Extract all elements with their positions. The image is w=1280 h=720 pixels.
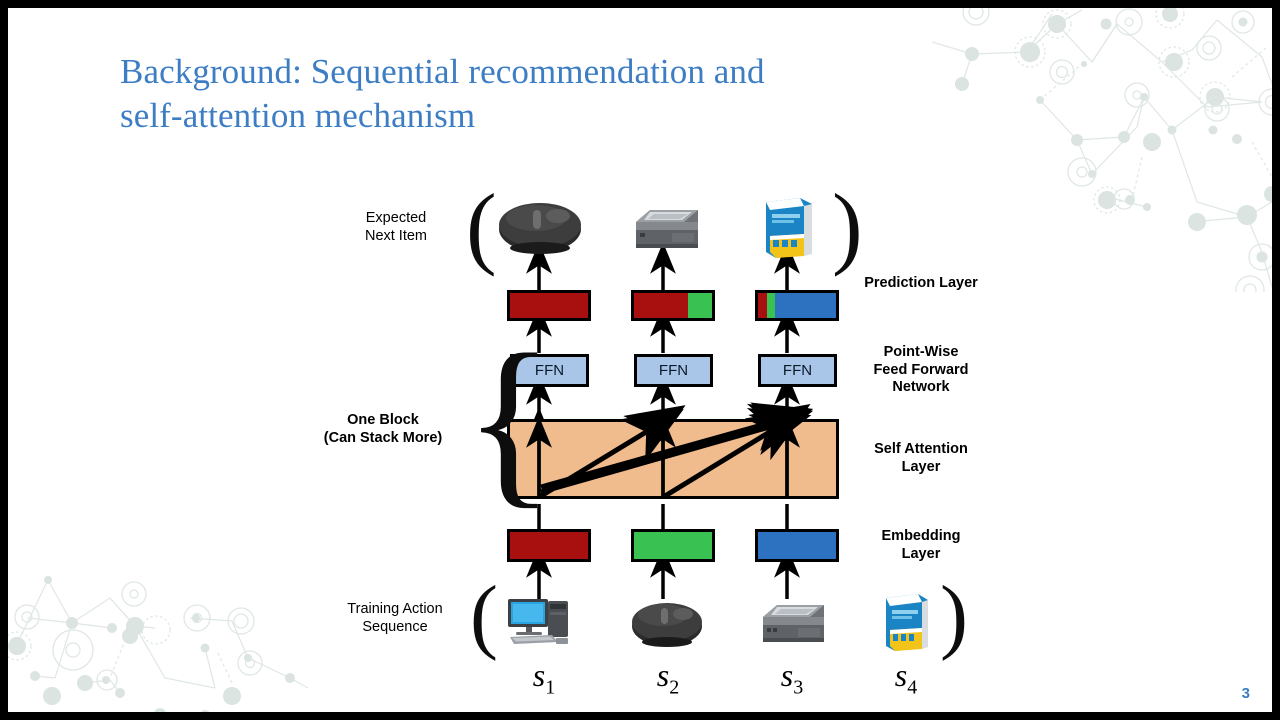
embedding-bar-2-fill (634, 532, 712, 559)
self-attention-line-1: Self Attention (874, 441, 968, 457)
pwffn-line-3: Network (892, 379, 950, 396)
prediction-bar-2 (631, 290, 715, 321)
training-action-line-1: Training Action (347, 601, 443, 617)
sequence-label-1: s1 (504, 656, 584, 700)
slide-canvas: Background: Sequential recommendation an… (8, 8, 1272, 712)
title-line-1: Background: Sequential recommendation an… (120, 52, 765, 91)
title-line-2: self-attention mechanism (120, 96, 476, 136)
embedding-bar-1-fill (510, 532, 588, 559)
bracket-top-close: ) (832, 175, 863, 277)
pwffn-line-2: Feed Forward (873, 361, 969, 378)
ffn-box-3-label: FFN (782, 362, 813, 379)
prediction-bar-2-segment-1 (634, 293, 688, 318)
bottom-item-printer (763, 605, 824, 642)
prediction-bar-2-segment-2 (687, 293, 712, 318)
sequence-label-2: s2 (628, 656, 708, 700)
sequence-label-2-base: s (656, 657, 670, 693)
label-self-attention-layer: Self Attention Layer (846, 441, 996, 476)
prediction-bar-3 (755, 290, 839, 321)
ffn-box-2-label: FFN (658, 362, 689, 379)
prediction-bar-3-segment-3 (775, 293, 836, 318)
prediction-layer-line-1: Prediction Layer (864, 275, 978, 291)
sequence-label-2-sub: 2 (669, 676, 680, 699)
label-point-wise-feed-forward-network: Point-Wise Feed Forward Network (846, 344, 996, 397)
prediction-bar-1-segment-1 (510, 293, 588, 318)
bracket-top-open: ( (466, 175, 497, 277)
prediction-bar-3-segment-2 (766, 293, 776, 318)
sequence-label-1-sub: 1 (545, 676, 556, 699)
sequence-label-3-sub: 3 (793, 676, 804, 699)
training-action-line-2: Sequence (362, 618, 428, 635)
embedding-bar-3 (755, 529, 839, 562)
label-one-block: One Block (Can Stack More) (298, 412, 468, 447)
self-attention-layer-block (507, 419, 839, 499)
page-title: Background: Sequential recommendation an… (120, 50, 950, 139)
ffn-box-1: FFN (510, 354, 589, 387)
sequence-label-1-base: s (532, 657, 546, 693)
embedding-bar-2 (631, 529, 715, 562)
ffn-box-1-label: FFN (534, 362, 565, 379)
label-expected-next-item: Expected Next Item (336, 210, 456, 245)
label-embedding-layer: Embedding Layer (846, 528, 996, 563)
pwffn-line-1: Point-Wise (883, 344, 959, 360)
bottom-item-desktop-computer (508, 599, 568, 644)
prediction-bar-3-segment-1 (758, 293, 767, 318)
sequence-label-4-sub: 4 (907, 676, 918, 699)
sequence-label-3-base: s (780, 657, 794, 693)
top-item-computer-mouse (499, 203, 581, 254)
sequence-label-4: s4 (866, 656, 946, 700)
architecture-diagram: Expected Next Item ( ) (8, 8, 1272, 712)
expected-next-item-line-2: Next Item (364, 227, 428, 244)
bottom-item-computer-mouse (632, 603, 702, 647)
one-block-line-2: (Can Stack More) (323, 429, 443, 446)
page-number: 3 (1241, 685, 1250, 702)
label-training-action-sequence: Training Action Sequence (310, 601, 480, 636)
self-attention-line-2: Layer (901, 458, 941, 475)
sequence-label-3: s3 (752, 656, 832, 700)
bracket-bottom-close: ) (940, 569, 968, 662)
label-prediction-layer: Prediction Layer (846, 275, 996, 293)
top-item-paper-ream (766, 198, 812, 258)
bottom-item-paper-ream (886, 594, 928, 651)
embedding-layer-line-1: Embedding (881, 528, 961, 544)
bracket-bottom-open: ( (470, 569, 498, 662)
expected-next-item-line-1: Expected (365, 210, 427, 226)
prediction-bar-1 (507, 290, 591, 321)
embedding-bar-1 (507, 529, 591, 562)
embedding-bar-3-fill (758, 532, 836, 559)
ffn-box-2: FFN (634, 354, 713, 387)
sequence-label-4-base: s (894, 657, 908, 693)
embedding-layer-line-2: Layer (901, 545, 941, 562)
top-item-printer (636, 210, 698, 248)
ffn-box-3: FFN (758, 354, 837, 387)
one-block-line-1: One Block (347, 412, 419, 428)
bracket-one-block: { (464, 315, 555, 524)
